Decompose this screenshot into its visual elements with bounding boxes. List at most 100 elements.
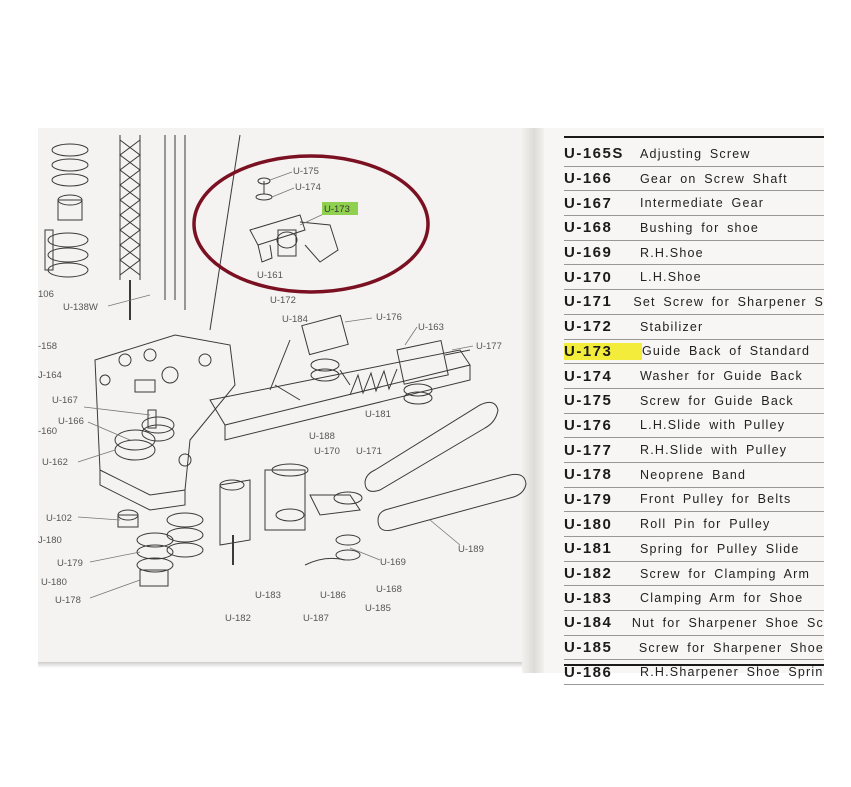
label-u186: U-186 [320,590,346,601]
parts-list-row: U-184 Nut for Sharpener Shoe Sc [564,611,824,636]
part-code: U-175 [564,392,613,410]
label-u168: U-168 [376,584,402,595]
parts-list-row: U-186 R.H.Sharpener Shoe Sprin [564,660,824,686]
label-u189: U-189 [458,544,484,555]
label-u170: U-170 [314,446,340,457]
part-code: U-165S [564,145,624,163]
parts-list-row: U-172 Stabilizer [564,315,824,340]
label-u164: J-164 [38,370,62,381]
part-description: Clamping Arm for Shoe [640,591,804,606]
spring-shaft [119,135,141,320]
base-plate [94,334,236,511]
part-code: U-185 [564,639,613,657]
label-u176: U-176 [376,312,402,323]
label-u163: U-163 [418,322,444,333]
label-u188: U-188 [309,431,335,442]
part-code: U-182 [564,565,613,583]
part-code: U-167 [564,194,613,212]
part-code: U-176 [564,416,613,434]
label-u174: U-174 [295,182,321,193]
parts-list-page [530,128,824,673]
part-description: Stabilizer [640,319,704,334]
label-u162: U-162 [42,457,68,468]
parts-list-row: U-181 Spring for Pulley Slide [564,537,824,562]
parts-list-row: U-180 Roll Pin for Pulley [564,512,824,537]
cropped-row-top [564,128,824,138]
part-code: U-183 [564,589,613,607]
part-code: U-166 [564,170,613,188]
part-code: U-177 [564,441,613,459]
label-u183: U-183 [255,590,281,601]
left-slide-with-pulley [269,314,349,391]
part-description: Front Pulley for Belts [640,492,792,507]
parts-list-row: U-182 Screw for Clamping Arm [564,562,824,587]
label-j180: J-180 [38,535,62,546]
label-160: -160 [38,426,57,437]
front-pulley-stack [117,509,204,587]
part-description: Adjusting Screw [640,146,751,161]
part-description: Roll Pin for Pulley [640,517,771,532]
part-description: Washer for Guide Back [640,369,803,384]
part-description: Guide Back of Standard [642,344,811,359]
label-u184: U-184 [282,314,308,325]
label-u178: U-178 [55,595,81,606]
part-description: Spring for Pulley Slide [640,541,800,556]
slide-rail [209,349,471,441]
label-u181: U-181 [365,409,391,420]
label-u169: U-169 [380,557,406,568]
label-u182: U-182 [225,613,251,624]
parts-list-row: U-183 Clamping Arm for Shoe [564,586,824,612]
label-u175: U-175 [293,166,319,177]
parts-list-row: U-174 Washer for Guide Back [564,364,824,389]
gear-assembly [114,409,175,461]
annotation-circle [192,154,430,294]
label-u171: U-171 [356,446,382,457]
part-description: Intermediate Gear [640,196,765,211]
label-158: -158 [38,341,57,352]
label-u167: U-167 [52,395,78,406]
shoe-assembly [219,463,363,566]
part-description: Nut for Sharpener Shoe Sc [631,615,824,630]
parts-list-row: U-175 Screw for Guide Back [564,389,824,414]
part-description: R.H.Sharpener Shoe Sprin [640,665,824,680]
neoprene-bands [364,401,527,531]
part-description: Bushing for shoe [640,220,760,235]
part-code: U-172 [564,318,613,336]
label-u179: U-179 [57,558,83,569]
pulley-slide-spring [349,368,398,396]
part-description: Screw for Guide Back [640,393,794,408]
part-description: R.H.Shoe [640,245,704,260]
guide-back-component [249,177,339,263]
label-u138w: U-138W [63,302,98,313]
cropped-row-bottom [564,664,824,674]
part-description: Screw for Sharpener Shoe [638,640,824,655]
part-code: U-180 [564,515,613,533]
part-code: U-186 [564,663,613,681]
part-description: Gear on Screw Shaft [640,171,788,186]
part-code: U-174 [564,367,613,385]
part-description: Set Screw for Sharpener S [633,294,824,309]
part-description: L.H.Shoe [640,270,702,285]
parts-list-row: U-165S Adjusting Screw [564,142,824,167]
part-description: Screw for Clamping Arm [640,566,811,581]
parts-list-row: U-166 Gear on Screw Shaft [564,167,824,192]
label-u102: U-102 [46,513,72,524]
diagram-label-highlight [322,202,358,215]
label-u185: U-185 [365,603,391,614]
part-code: U-184 [564,614,613,632]
label-u180: U-180 [41,577,67,588]
label-u173: U-173 [324,204,350,215]
part-description: R.H.Slide with Pulley [640,443,788,458]
upper-spool-set [51,143,89,221]
part-code: U-181 [564,540,613,558]
